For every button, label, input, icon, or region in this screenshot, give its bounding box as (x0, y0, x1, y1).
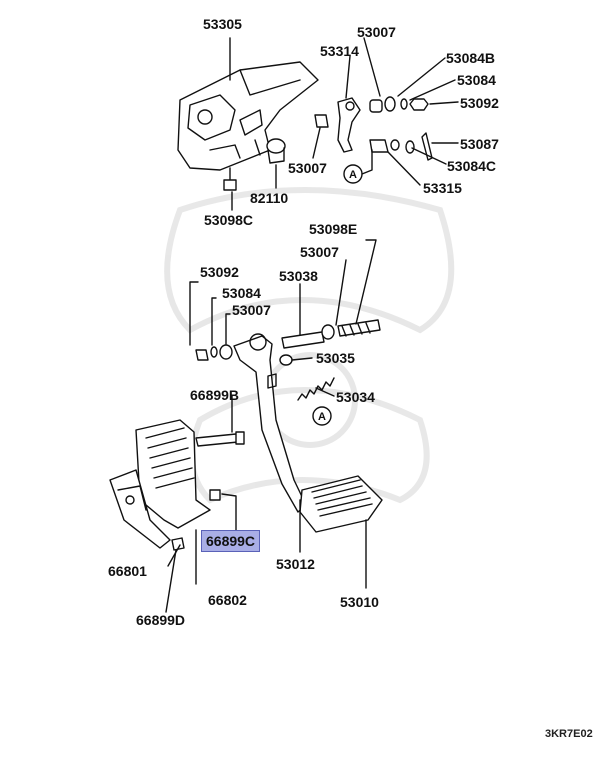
part-label-53305: 53305 (203, 16, 242, 32)
part-label-53314: 53314 (320, 43, 359, 59)
part-label-53084-mid: 53084 (222, 285, 261, 301)
callout-a-mid (312, 406, 332, 426)
callout-a-mid-label: A (318, 411, 326, 423)
part-label-66801: 66801 (108, 563, 147, 579)
bolt-66899c (209, 489, 221, 501)
part-label-53087: 53087 (460, 136, 499, 152)
part-label-53034: 53034 (336, 389, 375, 405)
part-label-53084-top: 53084 (457, 72, 496, 88)
part-label-53007-top: 53007 (357, 24, 396, 40)
part-label-66899d: 66899D (136, 612, 186, 628)
part-label-53092-mid: 53092 (200, 264, 239, 280)
bushings-top (314, 96, 433, 161)
part-label-66899c-highlighted[interactable]: 66899C (201, 530, 261, 552)
part-label-53007-mid: 53007 (288, 160, 327, 176)
part-label-66899b: 66899B (190, 387, 240, 403)
part-label-53084b: 53084B (446, 50, 496, 66)
stop-lamp-switch (266, 138, 286, 164)
bolt-66899b (195, 431, 245, 447)
part-label-53092-top: 53092 (460, 95, 499, 111)
pedal-bracket (177, 61, 319, 171)
bolt-53098e (321, 319, 381, 340)
spring-53034 (297, 377, 335, 401)
part-label-53007-d: 53007 (232, 302, 271, 318)
accelerator-pedal (109, 419, 211, 551)
part-label-53098c: 53098C (204, 212, 254, 228)
part-label-53010: 53010 (340, 594, 379, 610)
brake-pedal-pad (299, 475, 383, 533)
pivot-pin-53038 (281, 331, 325, 349)
part-label-53084c: 53084C (447, 158, 497, 174)
stopper-53035 (279, 354, 293, 366)
part-label-53315: 53315 (423, 180, 462, 196)
part-label-82110: 82110 (250, 190, 289, 206)
part-label-53007-c: 53007 (300, 244, 339, 260)
part-label-53038: 53038 (279, 268, 318, 284)
bushing-left-stack (195, 344, 233, 361)
lever-53314 (337, 97, 361, 153)
part-label-53012: 53012 (276, 556, 315, 572)
part-label-53035: 53035 (316, 350, 355, 366)
callout-a-top-label: A (349, 169, 357, 181)
diagram-code: 3KR7E02 (545, 728, 593, 740)
part-label-66802: 66802 (208, 592, 247, 608)
bolt-53098c (223, 167, 237, 191)
part-label-53098e: 53098E (309, 221, 358, 237)
